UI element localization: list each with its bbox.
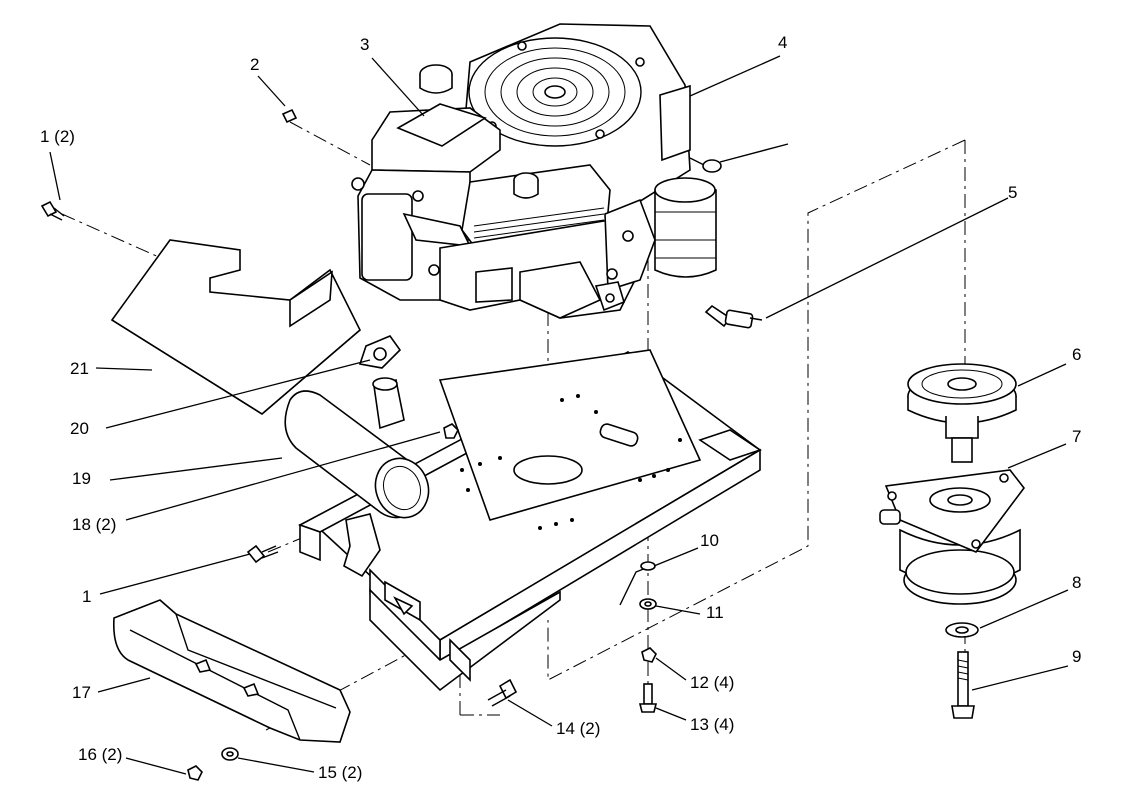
callout-12-4: 12 (4) xyxy=(690,673,735,692)
part-13-bolt xyxy=(638,683,658,713)
part-21-heat-shield xyxy=(110,239,361,415)
callout-14-2: 14 (2) xyxy=(556,719,601,738)
callout-7: 7 xyxy=(1072,427,1082,446)
part-5-switch xyxy=(704,304,763,329)
callout-19: 19 xyxy=(72,469,91,488)
part-1-bolt xyxy=(246,544,279,564)
part-14-bolt xyxy=(487,678,518,707)
part-17-bumper xyxy=(112,599,351,743)
callout-20: 20 xyxy=(70,419,89,438)
part-19-muffler xyxy=(284,377,430,578)
part-1-2-bolt xyxy=(40,200,65,221)
callout-18-2: 18 (2) xyxy=(72,515,117,534)
callout-13-4: 13 (4) xyxy=(690,715,735,734)
callout-2: 2 xyxy=(250,55,260,74)
callout-16-2: 16 (2) xyxy=(78,745,123,764)
part-16-nut xyxy=(187,765,203,781)
callout-5: 5 xyxy=(1008,183,1018,202)
part-6-pulley xyxy=(907,363,1017,463)
callout-11: 11 xyxy=(706,603,724,622)
callout-15-2: 15 (2) xyxy=(318,763,363,782)
callout-1: 1 xyxy=(82,587,92,606)
callout-leaders xyxy=(49,55,1069,775)
callout-4: 4 xyxy=(778,33,788,52)
callout-8: 8 xyxy=(1072,573,1082,592)
part-15-washer xyxy=(221,747,239,761)
part-11-washer xyxy=(639,598,657,610)
part-10-rod xyxy=(619,561,656,606)
part-2-clip xyxy=(281,108,298,124)
callout-10: 10 xyxy=(700,531,719,550)
engine xyxy=(351,23,789,319)
callout-3: 3 xyxy=(360,35,370,54)
callout-9: 9 xyxy=(1072,647,1082,666)
part-12-nut xyxy=(641,647,657,663)
part-18-nut xyxy=(443,423,459,439)
part-20-gasket xyxy=(358,335,402,369)
callout-21: 21 xyxy=(70,359,89,378)
callout-6: 6 xyxy=(1072,345,1082,364)
callout-1-2: 1 (2) xyxy=(40,127,75,146)
part-9-bolt xyxy=(951,651,975,719)
part-7-clutch xyxy=(879,469,1026,605)
callout-17: 17 xyxy=(72,683,91,702)
part-8-washer xyxy=(945,622,979,638)
